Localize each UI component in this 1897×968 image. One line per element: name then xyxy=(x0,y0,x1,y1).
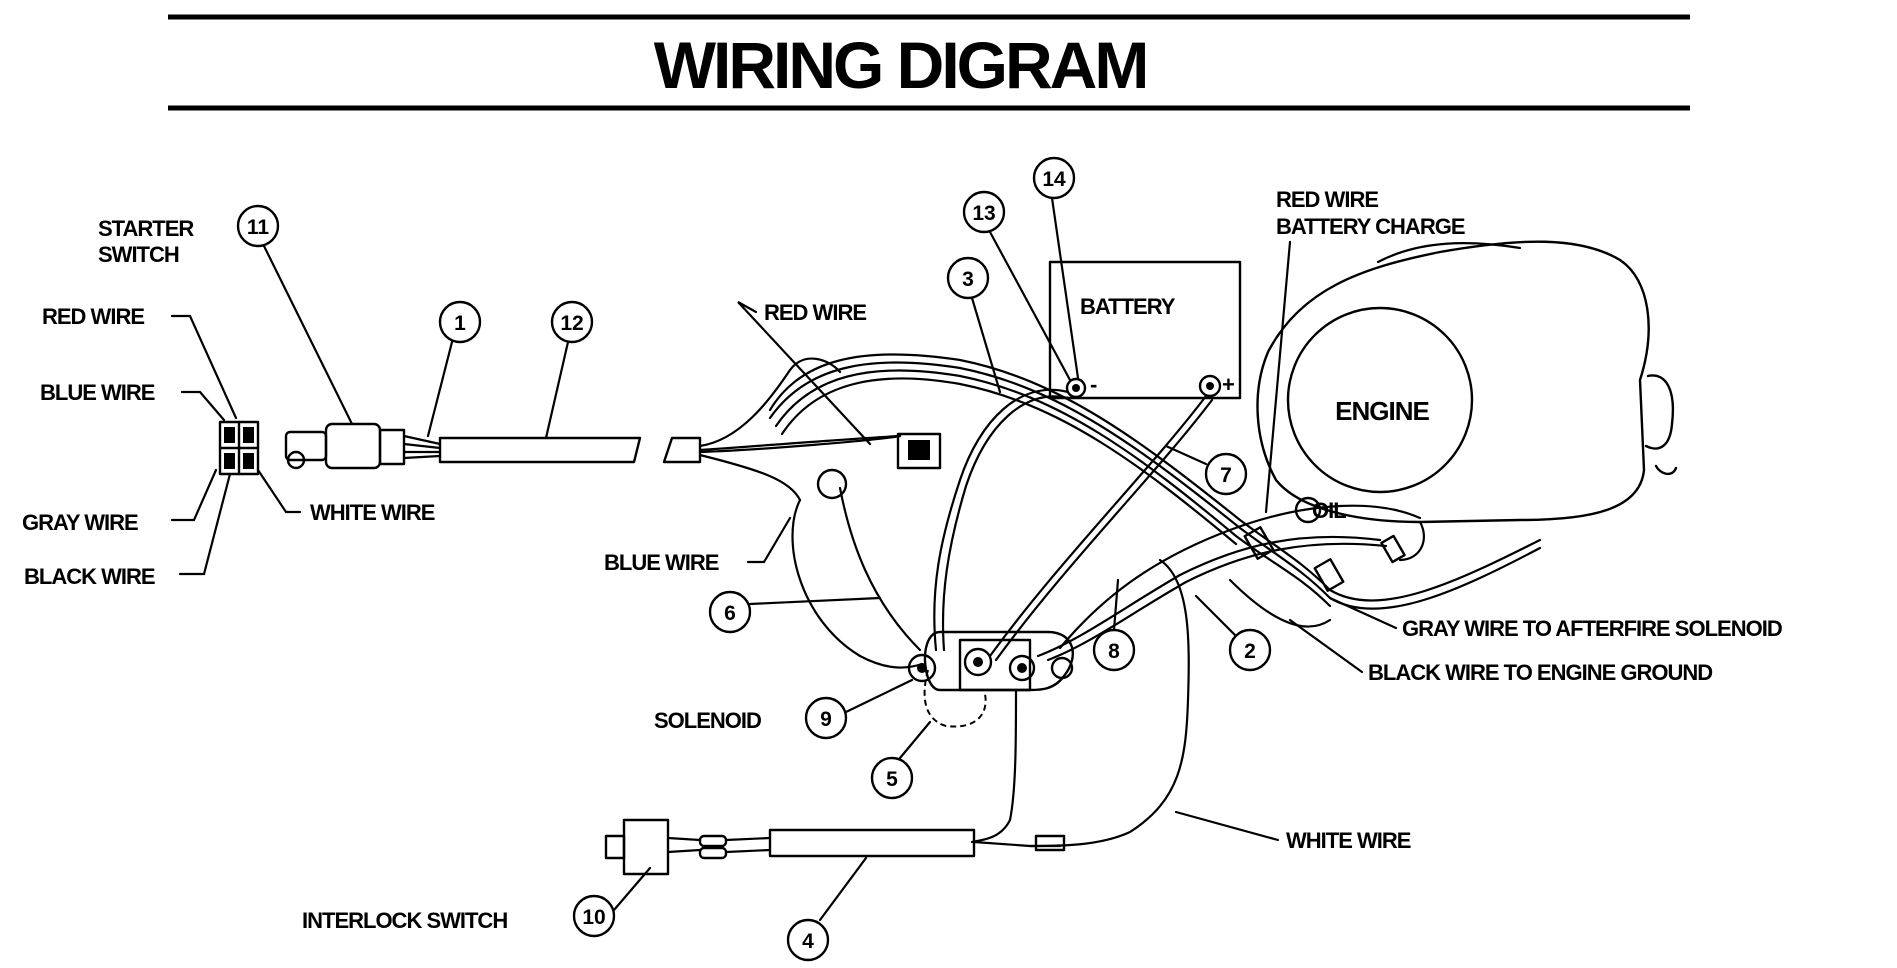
callout-7: 7 xyxy=(1164,444,1248,496)
wire-runs xyxy=(768,353,1542,848)
engine: ENGINE OIL xyxy=(1256,240,1678,562)
red-wire-left-label: RED WIRE xyxy=(42,304,144,329)
ring-terminal xyxy=(816,468,848,500)
gray-wire-left-label: GRAY WIRE xyxy=(22,510,138,535)
black-wire-left-leader xyxy=(178,472,232,576)
svg-text:10: 10 xyxy=(582,906,605,929)
svg-text:13: 13 xyxy=(972,202,995,225)
callout-13: 13 xyxy=(962,190,1072,382)
battery-pos-sign: + xyxy=(1222,372,1234,397)
callout-6: 6 xyxy=(708,590,882,634)
callout-2: 2 xyxy=(1194,594,1272,672)
red-wire-charge-label-2: BATTERY CHARGE xyxy=(1276,214,1465,239)
svg-text:14: 14 xyxy=(1042,168,1066,191)
red-wire-mid-leader xyxy=(737,301,872,446)
red-wire-charge-leader xyxy=(1264,240,1292,514)
svg-text:2: 2 xyxy=(1244,640,1256,663)
svg-text:11: 11 xyxy=(247,216,270,239)
blue-wire-mid-leader xyxy=(746,516,792,564)
svg-text:5: 5 xyxy=(886,768,898,791)
svg-text:3: 3 xyxy=(962,268,974,291)
battery-label: BATTERY xyxy=(1080,294,1176,319)
starter-switch-label-2: SWITCH xyxy=(98,242,179,267)
afterfire-connector xyxy=(1243,526,1406,592)
page-title: WIRING DIGRAM xyxy=(654,28,1147,102)
callout-1: 1 xyxy=(426,300,482,438)
blue-wire-left-leader xyxy=(180,390,226,422)
black-wire-left-label: BLACK WIRE xyxy=(24,564,155,589)
callout-10: 10 xyxy=(572,866,652,938)
svg-text:4: 4 xyxy=(802,930,814,953)
gray-wire-afterfire-leader xyxy=(1328,596,1398,630)
svg-text:12: 12 xyxy=(560,312,583,335)
white-wire-left-label: WHITE WIRE xyxy=(310,500,435,525)
blue-wire-mid-label: BLUE WIRE xyxy=(604,550,719,575)
svg-text:7: 7 xyxy=(1220,464,1232,487)
blue-wire-left-label: BLUE WIRE xyxy=(40,380,155,405)
callout-8: 8 xyxy=(1092,578,1136,672)
callout-12: 12 xyxy=(544,300,594,440)
callout-3: 3 xyxy=(946,256,1002,394)
white-wire-right-leader xyxy=(1174,810,1280,842)
callout-5: 5 xyxy=(870,720,932,800)
harness-sleeve xyxy=(438,357,902,502)
starter-connector xyxy=(218,420,260,476)
black-wire-ground-leader xyxy=(1288,618,1364,674)
red-wire-mid-label: RED WIRE xyxy=(764,300,866,325)
callout-14: 14 xyxy=(1032,156,1080,380)
interlock-switch xyxy=(604,818,1066,876)
red-wire-left-leader xyxy=(170,314,238,420)
battery-neg-sign: - xyxy=(1090,372,1097,397)
engine-label: ENGINE xyxy=(1335,396,1429,426)
svg-text:8: 8 xyxy=(1108,640,1120,663)
battery: BATTERY - + xyxy=(1048,260,1242,400)
callout-11: 11 xyxy=(236,204,354,426)
gray-wire-left-leader xyxy=(170,468,218,522)
starter-switch-label-1: STARTER xyxy=(98,216,194,241)
callout-4: 4 xyxy=(786,856,868,962)
black-wire-ground-label: BLACK WIRE TO ENGINE GROUND xyxy=(1368,660,1712,685)
interlock-switch-label: INTERLOCK SWITCH xyxy=(302,908,507,933)
red-wire-charge-label-1: RED WIRE xyxy=(1276,187,1378,212)
white-wire-left-leader xyxy=(256,468,302,514)
solenoid-label: SOLENOID xyxy=(654,708,761,733)
svg-text:6: 6 xyxy=(724,602,736,625)
starter-switch xyxy=(284,422,442,470)
svg-text:9: 9 xyxy=(820,708,832,731)
loose-connector xyxy=(896,432,942,470)
gray-wire-afterfire-label: GRAY WIRE TO AFTERFIRE SOLENOID xyxy=(1402,616,1782,641)
callout-9: 9 xyxy=(804,678,914,740)
white-wire-right-label: WHITE WIRE xyxy=(1286,828,1411,853)
solenoid xyxy=(907,630,1074,692)
svg-text:1: 1 xyxy=(454,312,466,335)
